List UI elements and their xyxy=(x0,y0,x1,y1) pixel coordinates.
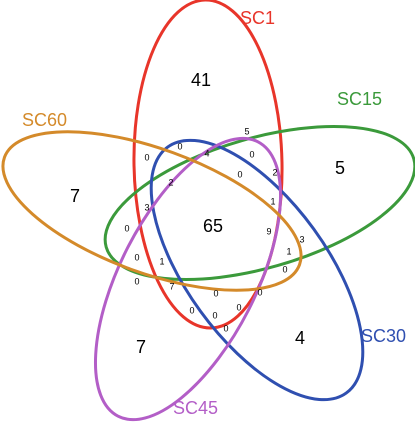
region-sc30-only: 4 xyxy=(295,328,305,348)
region-count: 0 xyxy=(236,302,241,312)
sc30-ellipse xyxy=(149,138,365,402)
region-count: 0 xyxy=(237,169,242,179)
region-count: 0 xyxy=(177,141,182,151)
sc15-label: SC15 xyxy=(337,89,382,109)
region-count: 3 xyxy=(299,234,304,244)
sc45-ellipse xyxy=(93,136,283,422)
region-sc15-only: 5 xyxy=(335,158,345,178)
sc60-label: SC60 xyxy=(22,110,67,130)
sc60-ellipse xyxy=(1,130,303,292)
region-count: 0 xyxy=(212,310,217,320)
region-count: 3 xyxy=(144,202,149,212)
region-count: 2 xyxy=(272,167,277,177)
region-count: 1 xyxy=(286,246,291,256)
region-count: 9 xyxy=(266,226,271,236)
region-count: 4 xyxy=(204,148,209,158)
region-count: 0 xyxy=(144,152,149,162)
sc15-ellipse xyxy=(103,125,415,281)
sc1-label: SC1 xyxy=(240,8,275,28)
region-count: 0 xyxy=(124,223,129,233)
region-count: 0 xyxy=(189,305,194,315)
region-count: 0 xyxy=(249,149,254,159)
region-count: 0 xyxy=(134,276,139,286)
region-count: 0 xyxy=(257,287,262,297)
region-all: 65 xyxy=(203,216,223,236)
sc30-label: SC30 xyxy=(361,326,406,346)
sc1-ellipse xyxy=(132,0,284,330)
region-count: 0 xyxy=(223,323,228,333)
region-count: 1 xyxy=(270,196,275,206)
region-count: 5 xyxy=(244,126,249,136)
region-count: 1 xyxy=(159,256,164,266)
region-sc1-only: 41 xyxy=(191,70,211,90)
region-sc45-only: 7 xyxy=(136,337,146,357)
region-count: 2 xyxy=(168,177,173,187)
region-count: 0 xyxy=(213,288,218,298)
sc45-label: SC45 xyxy=(173,398,218,418)
region-count: 0 xyxy=(134,252,139,262)
region-count: 7 xyxy=(169,281,174,291)
region-count: 0 xyxy=(282,264,287,274)
region-sc60-only: 7 xyxy=(70,186,80,206)
